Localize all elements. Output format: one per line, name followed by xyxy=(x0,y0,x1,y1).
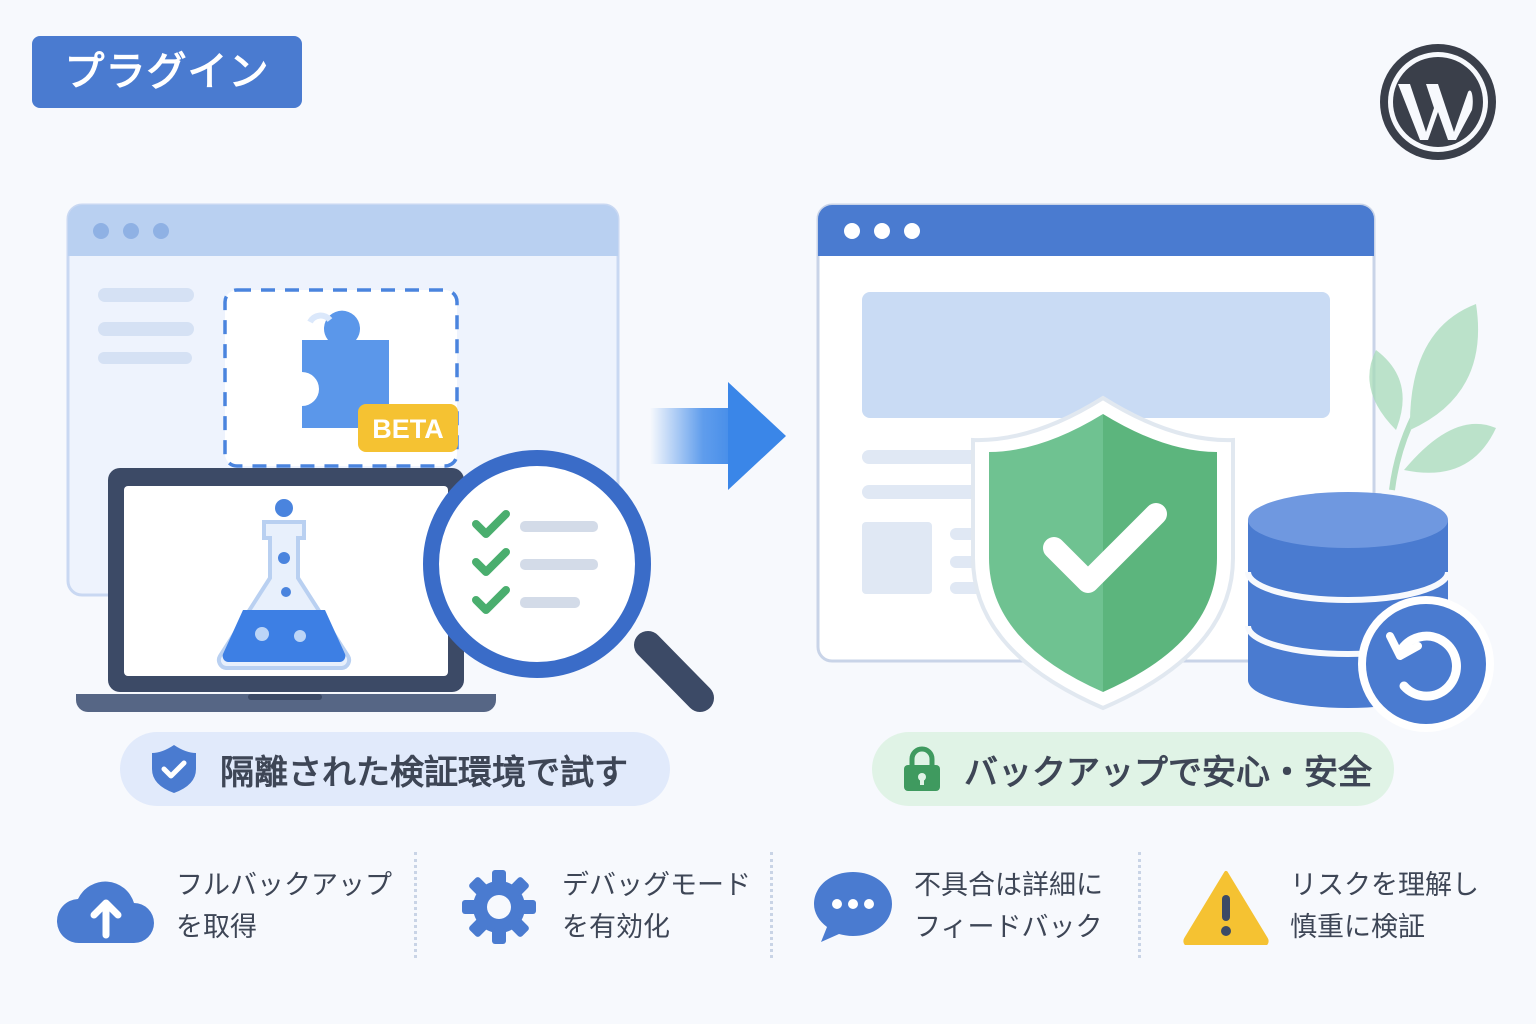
isolated-test-label: 隔離された検証環境で試す xyxy=(220,752,628,793)
feature-debug-mode-label: デバッグモード を有効化 xyxy=(562,870,751,943)
gear-icon xyxy=(462,870,536,944)
lock-icon xyxy=(904,746,940,791)
right-arrow-icon xyxy=(650,382,786,490)
restore-icon xyxy=(1358,596,1494,732)
feature-feedback-label: 不具合は詳細に フィードバック xyxy=(914,870,1103,943)
backup-safe-label: バックアップで安心・安全 xyxy=(964,752,1372,793)
leaf-icon xyxy=(1369,304,1496,491)
chat-bubble-icon xyxy=(814,872,892,942)
wordpress-logo-icon xyxy=(1380,44,1496,160)
feature-divider xyxy=(414,852,417,958)
laptop-icon xyxy=(76,468,496,712)
feature-risk: リスクを理解し 慎重に検証 xyxy=(1182,862,1479,952)
isolated-test-pill: 隔離された検証環境で試す xyxy=(120,732,670,806)
feature-feedback: 不具合は詳細に フィードバック xyxy=(812,862,1103,952)
security-shield-icon xyxy=(971,395,1235,711)
plugin-tag: プラグイン xyxy=(32,36,302,108)
shield-check-icon xyxy=(152,745,196,793)
puzzle-icon xyxy=(302,310,389,428)
feature-debug-mode: デバッグモード を有効化 xyxy=(460,862,751,952)
magnifier-icon xyxy=(423,450,714,712)
feature-divider xyxy=(1138,852,1141,958)
feature-full-backup-label: フルバックアップ を取得 xyxy=(176,870,392,943)
backup-safe-pill: バックアップで安心・安全 xyxy=(872,732,1394,806)
feature-divider xyxy=(770,852,773,958)
cloud-upload-icon xyxy=(56,881,155,944)
flask-icon xyxy=(216,499,352,670)
warning-icon xyxy=(1183,871,1269,945)
feature-risk-label: リスクを理解し 慎重に検証 xyxy=(1290,870,1479,943)
beta-badge-label: BETA xyxy=(372,414,444,444)
feature-full-backup: フルバックアップ を取得 xyxy=(56,862,392,952)
